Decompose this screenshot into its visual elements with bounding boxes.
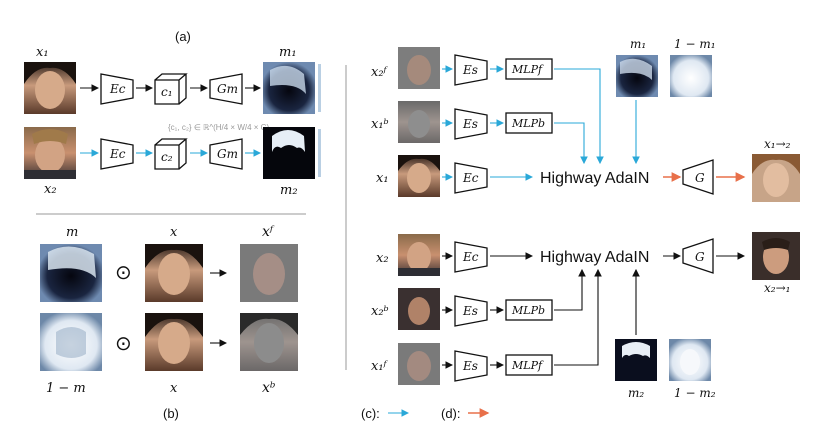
odot-2: ⊙ — [115, 333, 132, 355]
label-m1-c: m₁ — [630, 37, 646, 51]
block-gm-a2: Gm — [209, 138, 243, 170]
label-m2-a: m₂ — [280, 183, 298, 198]
svg-text:Ec: Ec — [462, 171, 479, 185]
photo-x1-c — [398, 155, 440, 197]
photo-x-b1 — [145, 244, 203, 302]
label-x-b1: x — [170, 225, 178, 240]
panel-a-label: (a) — [175, 29, 191, 44]
svg-text:MLPb: MLPb — [511, 304, 545, 317]
svg-text:G: G — [695, 250, 705, 264]
photo-xf-b — [240, 244, 298, 302]
mask-m1-c — [616, 55, 658, 97]
photo-x1b — [398, 101, 440, 143]
label-x1b: x₁ᵇ — [371, 117, 389, 132]
arrow-c7 — [554, 122, 588, 165]
set-formula: {c₁, c₂} ∈ ℝ^(H/4 × W/4 × C) — [168, 123, 269, 132]
label-x2f: x₂ᶠ — [371, 65, 389, 80]
block-es-c1: Es — [454, 54, 488, 86]
label-x2-c: x₂ — [376, 251, 389, 266]
block-es-c2: Es — [454, 108, 488, 140]
highway-adain-bottom: Highway AdaIN — [540, 249, 649, 266]
block-mlpf-c: MLPf — [505, 58, 553, 80]
block-es-e2: Es — [454, 350, 488, 382]
photo-x1f — [398, 343, 440, 385]
photo-x2b — [398, 288, 440, 330]
mask-m2-c — [615, 339, 657, 381]
svg-text:MLPf: MLPf — [511, 63, 544, 76]
label-x21: x₂→₁ — [764, 281, 790, 295]
label-1m2-c: 1 − m₂ — [674, 386, 716, 400]
svg-text:Es: Es — [462, 63, 478, 77]
photo-x1-a — [24, 62, 76, 114]
odot-1: ⊙ — [115, 262, 132, 284]
svg-text:Ec: Ec — [109, 147, 126, 161]
label-x1-a: x₁ — [36, 45, 49, 60]
svg-text:c₁: c₁ — [161, 85, 173, 99]
label-1m: 1 − m — [46, 381, 86, 396]
block-g-top: G — [682, 159, 714, 195]
label-xf-b: xᶠ — [262, 224, 275, 240]
label-x2-a: x₂ — [44, 182, 57, 197]
svg-text:Gm: Gm — [217, 82, 238, 96]
block-g-bottom: G — [682, 238, 714, 274]
arrow-e10 — [554, 268, 602, 366]
block-c2: c₂ — [154, 138, 188, 170]
legend-c-label: (c): — [361, 406, 380, 421]
mask-1m-b — [40, 313, 102, 371]
arrow-e7 — [554, 268, 586, 311]
block-mlpf-e: MLPf — [505, 354, 553, 376]
label-m1-a: m₁ — [279, 45, 297, 60]
mask-m2-a — [263, 127, 321, 179]
label-x12: x₁→₂ — [764, 137, 791, 151]
svg-text:c₂: c₂ — [161, 150, 173, 164]
mask-m1-a — [263, 62, 321, 114]
mask-1m2-c — [669, 339, 711, 381]
svg-text:Ec: Ec — [109, 82, 126, 96]
legend-d-label: (d): — [441, 406, 461, 421]
mask-m-b — [40, 244, 102, 302]
highway-adain-top: Highway AdaIN — [540, 170, 649, 187]
photo-x12 — [752, 154, 800, 202]
svg-text:Es: Es — [462, 117, 478, 131]
svg-text:G: G — [695, 171, 705, 185]
block-mlpb-c: MLPb — [505, 112, 553, 134]
block-mlpb-e: MLPb — [505, 299, 553, 321]
label-m: m — [66, 225, 78, 240]
block-c1: c₁ — [154, 73, 188, 105]
label-x-b2: x — [170, 381, 178, 396]
block-ec-a1: Ec — [100, 73, 134, 105]
svg-text:Es: Es — [462, 359, 478, 373]
svg-text:MLPb: MLPb — [511, 117, 545, 130]
svg-text:Ec: Ec — [462, 250, 479, 264]
arrow-c3 — [554, 68, 604, 165]
block-es-e1: Es — [454, 295, 488, 327]
mask-1m1-c — [670, 55, 712, 97]
photo-x2-c — [398, 234, 440, 276]
label-x1-c: x₁ — [376, 171, 389, 186]
block-ec-e: Ec — [454, 241, 488, 273]
svg-text:Gm: Gm — [217, 147, 238, 161]
block-ec-c: Ec — [454, 162, 488, 194]
photo-x2-a — [24, 127, 76, 179]
photo-x-b2 — [145, 313, 203, 371]
label-m2-c: m₂ — [628, 386, 644, 400]
label-x1f: x₁ᶠ — [371, 359, 389, 374]
photo-x21 — [752, 232, 800, 280]
svg-text:Es: Es — [462, 304, 478, 318]
label-x2b: x₂ᵇ — [371, 304, 389, 319]
panel-b-label: (b) — [163, 406, 179, 421]
block-gm-a1: Gm — [209, 73, 243, 105]
label-xb-b: xᵇ — [262, 380, 276, 396]
photo-x2f — [398, 47, 440, 89]
photo-xb-b — [240, 313, 298, 371]
label-1m1-c: 1 − m₁ — [674, 37, 716, 51]
block-ec-a2: Ec — [100, 138, 134, 170]
svg-text:MLPf: MLPf — [511, 359, 544, 372]
